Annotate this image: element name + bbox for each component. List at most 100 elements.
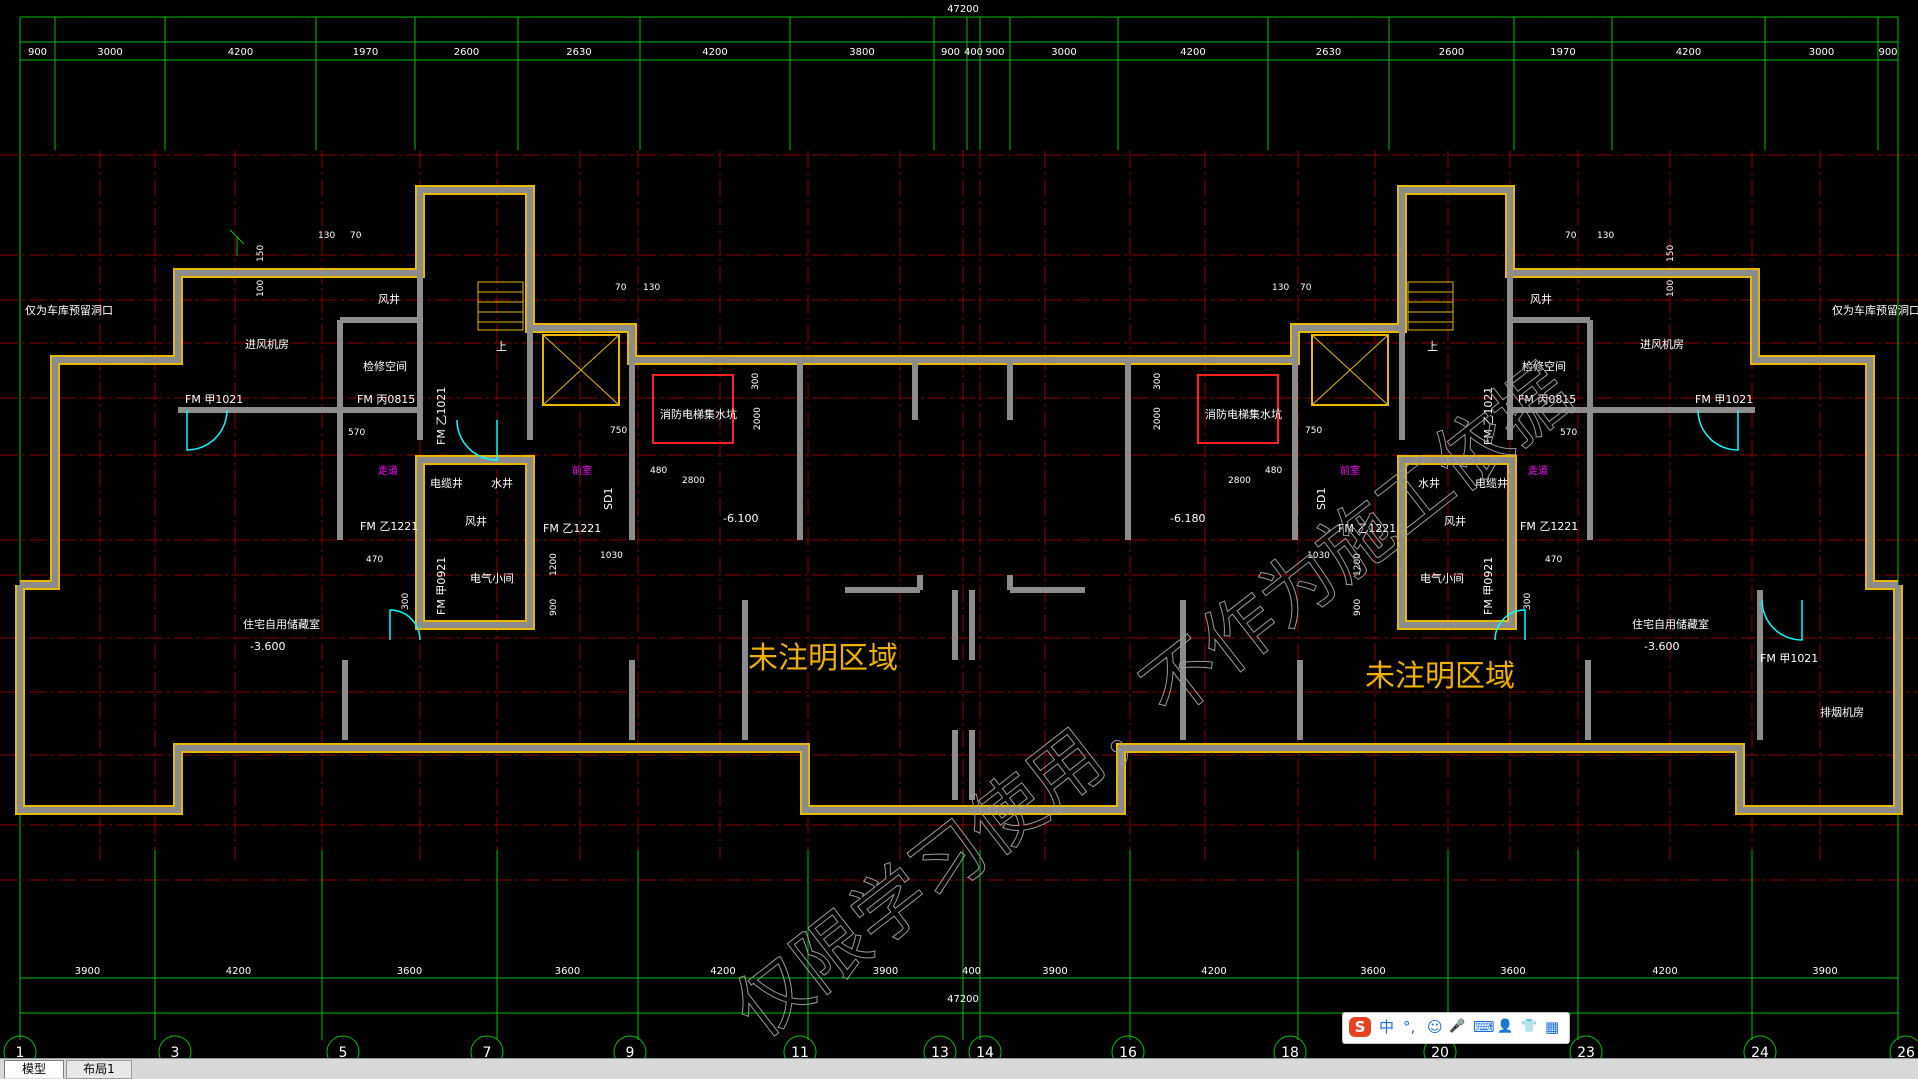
- svg-text:130: 130: [1597, 231, 1614, 241]
- axis-bubble: [783, 1035, 817, 1058]
- door-fm1221-label: FM 乙1221: [1520, 520, 1578, 533]
- fresh-air-room-label: 进风机房: [1640, 337, 1684, 351]
- dimension-label: 3900: [873, 966, 898, 977]
- svg-text:900: 900: [549, 599, 559, 616]
- dimension-label: 3900: [1042, 966, 1067, 977]
- garage-opening-note: 仅为车库预留洞口: [25, 303, 113, 317]
- door-fm0815-label: FM 丙0815: [357, 393, 415, 406]
- dimension-label: 2630: [1316, 47, 1341, 58]
- dimension-label: 3600: [1360, 966, 1385, 977]
- sogou-logo-icon[interactable]: S: [1349, 1017, 1371, 1037]
- svg-text:70: 70: [1565, 231, 1577, 241]
- door-fm1221-label: FM 乙1221: [360, 520, 418, 533]
- axis-bubble-label: 20: [1431, 1045, 1449, 1058]
- fresh-air-room-label: 进风机房: [245, 337, 289, 351]
- svg-text:570: 570: [348, 428, 365, 438]
- axis-bubble-label: 7: [483, 1045, 492, 1058]
- dimension-label: 4200: [1652, 966, 1677, 977]
- water-well-label: 水井: [1418, 476, 1440, 490]
- repair-room-label: 检修空间: [1522, 359, 1566, 373]
- emoji-icon[interactable]: ☺: [1427, 1018, 1443, 1036]
- axis-bubble-label: 18: [1281, 1045, 1299, 1058]
- dimension-label: 400: [964, 47, 983, 58]
- axis-bubble: [1111, 1035, 1145, 1058]
- red-grid-lines: [0, 150, 1918, 881]
- level-storage-label: -3.600: [1644, 640, 1679, 653]
- right-half-labels: 仅为车库预留洞口 进风机房 风井 检修空间 FM 甲1021 FM 丙0815 …: [1170, 292, 1918, 719]
- svg-text:130: 130: [643, 283, 660, 293]
- keyboard-icon[interactable]: ⌨: [1473, 1018, 1495, 1036]
- exhaust-room-label: 排烟机房: [1820, 705, 1864, 719]
- dimension-label: 400: [962, 966, 981, 977]
- svg-text:1030: 1030: [1307, 551, 1330, 561]
- svg-text:70: 70: [350, 231, 362, 241]
- right-core-details: [1197, 281, 1803, 641]
- unmarked-area-label-right: 未注明区域: [1365, 659, 1515, 694]
- dimension-label: 2600: [454, 47, 479, 58]
- axis-bubble-label: 24: [1751, 1045, 1769, 1058]
- dimension-label: 900: [985, 47, 1004, 58]
- svg-text:750: 750: [610, 426, 627, 436]
- svg-text:100: 100: [256, 280, 266, 297]
- axis-bubble: [326, 1035, 360, 1058]
- ime-toolbar[interactable]: S 中 °, ☺ 🎤 ⌨ 👤 👕 ▦: [1342, 1012, 1570, 1044]
- elec-room-label: 电气小间: [1420, 571, 1464, 585]
- left-half-labels: 仅为车库预留洞口 进风机房 风井 检修空间 FM 甲1021 FM 丙0815 …: [25, 292, 758, 653]
- axis-bubble-label: 26: [1897, 1045, 1915, 1058]
- unmarked-area-label-left: 未注明区域: [748, 641, 898, 676]
- axis-bubble-label: 13: [931, 1045, 949, 1058]
- dimension-label: 3900: [1812, 966, 1837, 977]
- building-walls: [15, 185, 1903, 815]
- repair-room-label: 检修空间: [363, 359, 407, 373]
- dimension-label: 3000: [97, 47, 122, 58]
- door-fm0815-label: FM 丙0815: [1518, 393, 1576, 406]
- svg-text:130: 130: [1272, 283, 1289, 293]
- axis-bubble: [1889, 1035, 1918, 1058]
- axis-bubble: [613, 1035, 647, 1058]
- dimension-label: 4200: [710, 966, 735, 977]
- svg-text:300: 300: [1523, 593, 1533, 610]
- svg-text:750: 750: [1305, 426, 1322, 436]
- apps-grid-icon[interactable]: ▦: [1545, 1018, 1560, 1036]
- svg-text:1200: 1200: [549, 553, 559, 576]
- dimension-label: 3600: [397, 966, 422, 977]
- left-core-details: [186, 229, 734, 641]
- top-total-dimension: 47200: [947, 4, 979, 15]
- dimension-label: 4200: [228, 47, 253, 58]
- tab-layout1[interactable]: 布局1: [66, 1060, 132, 1079]
- elec-well-label: 电缆井: [1475, 476, 1508, 490]
- bottom-dimension-chain: [20, 977, 1898, 1014]
- svg-text:70: 70: [615, 283, 627, 293]
- dimension-label: 3600: [555, 966, 580, 977]
- svg-text:300: 300: [1153, 373, 1163, 390]
- svg-text:300: 300: [751, 373, 761, 390]
- bottom-total-dimension: 47200: [947, 994, 979, 1005]
- elec-room-label: 电气小间: [470, 571, 514, 585]
- svg-text:470: 470: [1545, 555, 1562, 565]
- dimension-label: 3800: [849, 47, 874, 58]
- user-icon[interactable]: 👤: [1497, 1019, 1514, 1034]
- tab-model[interactable]: 模型: [4, 1060, 64, 1078]
- right-dimension-numbers: 70 130 150 100 570 480 2000 750 1030 120…: [1153, 231, 1676, 616]
- door-fmb1021-label: FM 乙1021: [1482, 387, 1495, 445]
- door-fmb1021-label: FM 乙1021: [435, 387, 448, 445]
- dimension-label: 900: [941, 47, 960, 58]
- dimension-label: 900: [28, 47, 47, 58]
- dimension-label: 4200: [226, 966, 251, 977]
- microphone-icon[interactable]: 🎤: [1449, 1019, 1466, 1034]
- dimension-label: 3600: [1500, 966, 1525, 977]
- dimension-label: 3000: [1809, 47, 1834, 58]
- axis-bubble: [968, 1035, 1002, 1058]
- door-fm1221b-label: FM 乙1221: [543, 522, 601, 535]
- stair-up-label: 上: [1427, 340, 1438, 353]
- chinese-mode-icon[interactable]: 中: [1379, 1018, 1395, 1036]
- svg-text:70: 70: [1300, 283, 1312, 293]
- door-fm0921-label: FM 甲0921: [1482, 557, 1495, 615]
- corridor-label: 走道: [378, 464, 398, 477]
- axis-bubble: [1273, 1035, 1307, 1058]
- skin-icon[interactable]: 👕: [1521, 1019, 1538, 1034]
- punctuation-icon[interactable]: °,: [1403, 1018, 1416, 1036]
- dimension-label: 3000: [1051, 47, 1076, 58]
